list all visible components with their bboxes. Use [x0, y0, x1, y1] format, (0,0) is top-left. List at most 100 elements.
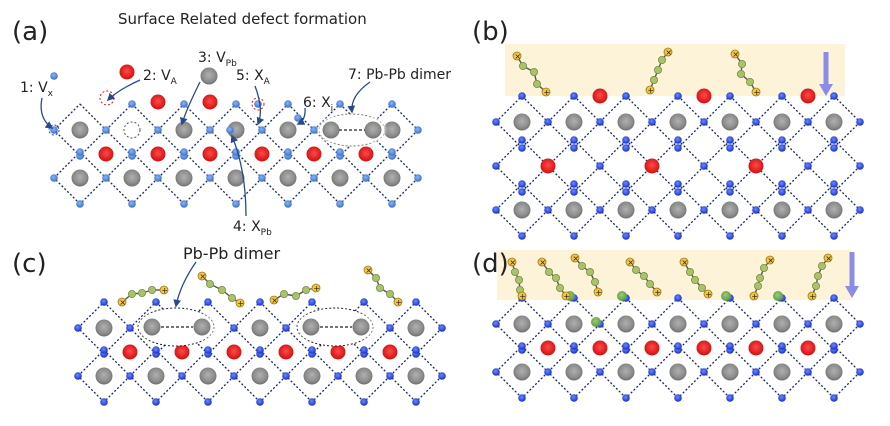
ligand-node — [371, 273, 380, 282]
octahedron-edge — [495, 165, 523, 193]
a-site-atom — [306, 146, 322, 162]
x-site-atom — [804, 118, 812, 126]
x-site-atom — [648, 368, 656, 376]
x-site-atom — [830, 394, 838, 402]
pb-site-atom — [175, 121, 193, 139]
downward-arrow-head — [845, 286, 859, 298]
ligand-charge: + — [753, 88, 760, 97]
x-site-atom — [362, 174, 370, 182]
ligand-node — [760, 263, 769, 272]
ligand-head — [645, 85, 655, 95]
ligand-molecule: ×+ — [730, 49, 761, 97]
pb-site-atom — [669, 113, 687, 131]
ligand-molecule: ×+ — [537, 257, 571, 301]
x-site-atom — [830, 294, 838, 302]
x-site-atom — [570, 92, 578, 100]
x-site-atom — [674, 232, 682, 240]
ligand-charge: + — [519, 292, 526, 301]
pb-site-atom — [825, 315, 843, 333]
pb-site-atom — [565, 315, 583, 333]
x-site-atom — [100, 398, 108, 406]
x-site-atom — [360, 346, 368, 354]
x-site-atom — [180, 200, 188, 208]
pb-site-atom — [279, 169, 297, 187]
panel-a — [40, 61, 422, 217]
x-site-atom — [414, 126, 422, 134]
x-site-atom — [726, 394, 734, 402]
x-site-atom — [674, 188, 682, 196]
ligand-node — [291, 291, 300, 300]
a-site-atom — [800, 340, 816, 356]
x-site-atom — [492, 206, 500, 214]
x-site-atom — [596, 162, 604, 170]
ligand-head — [561, 291, 571, 301]
octahedron-edge — [703, 165, 731, 193]
x-site-atom — [856, 320, 864, 328]
x-site-atom — [76, 200, 84, 208]
defect-label-4: 4: XPb — [233, 219, 272, 238]
x-site-atom — [518, 136, 526, 144]
panel-c: ×+×+×+×+ — [74, 261, 446, 406]
x-site-atom — [256, 298, 264, 306]
x-site-atom — [544, 118, 552, 126]
a-site-atom — [592, 340, 608, 356]
pb-site-atom — [565, 201, 583, 219]
ligand-node — [654, 66, 663, 75]
passivated-site-atom — [617, 291, 627, 301]
x-site-atom — [232, 200, 240, 208]
x-site-atom — [830, 144, 838, 152]
x-site-atom — [778, 180, 786, 188]
x-site-atom — [360, 298, 368, 306]
x-site-atom — [700, 368, 708, 376]
x-site-atom — [778, 188, 786, 196]
x-site-atom — [258, 126, 266, 134]
x-site-atom — [544, 320, 552, 328]
x-site-atom — [204, 346, 212, 354]
x-site-atom — [570, 394, 578, 402]
panel-a-title: Surface Related defect formation — [118, 10, 367, 28]
x-site-atom — [206, 174, 214, 182]
x-site-atom — [570, 144, 578, 152]
x-site-atom — [412, 298, 420, 306]
a-site-atom — [122, 344, 138, 360]
x-site-atom — [230, 372, 238, 380]
pb-site-atom — [721, 113, 739, 131]
x-site-atom — [284, 200, 292, 208]
panel-a-label: (a) — [12, 17, 48, 47]
pb-site-atom — [825, 113, 843, 131]
ligand-charge: × — [271, 296, 278, 305]
defect-label-2: 2: VA — [143, 68, 178, 87]
panel-b: ×+×+×+ — [492, 44, 864, 240]
pb-site-atom — [617, 113, 635, 131]
x-site-atom — [294, 114, 302, 122]
x-site-atom — [856, 162, 864, 170]
ligand-charge: + — [395, 298, 402, 307]
x-site-atom — [204, 298, 212, 306]
x-site-atom — [438, 372, 446, 380]
x-site-atom — [388, 100, 396, 108]
ligand-head — [823, 253, 833, 263]
a-site-atom — [644, 158, 660, 174]
x-site-atom — [830, 232, 838, 240]
x-site-atom — [74, 324, 82, 332]
x-site-atom — [180, 100, 188, 108]
pb-site-atom — [669, 315, 687, 333]
x-site-atom — [518, 394, 526, 402]
ligand-node — [650, 76, 659, 85]
x-site-atom — [674, 294, 682, 302]
x-site-atom — [518, 188, 526, 196]
x-site-atom — [310, 174, 318, 182]
x-site-atom — [622, 394, 630, 402]
pb-site-atom — [95, 319, 113, 337]
pb-site-atom — [721, 315, 739, 333]
x-site-atom — [388, 200, 396, 208]
x-site-atom — [596, 368, 604, 376]
x-site-atom — [282, 324, 290, 332]
x-site-atom — [50, 174, 58, 182]
x-site-atom — [308, 346, 316, 354]
x-site-atom — [778, 92, 786, 100]
x-site-atom — [154, 174, 162, 182]
ligand-head — [512, 51, 522, 61]
a-site-atom — [150, 146, 166, 162]
defect-label-5: 5: XA — [236, 68, 271, 87]
